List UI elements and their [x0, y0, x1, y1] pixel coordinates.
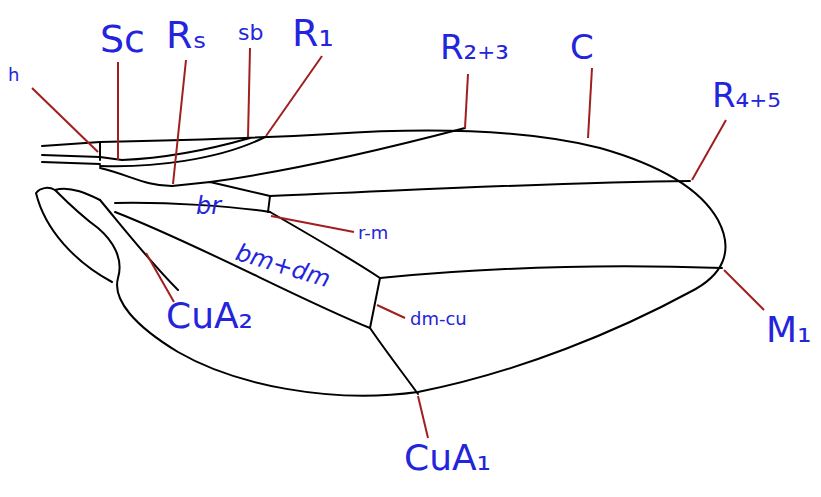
vein-label: C [570, 30, 594, 64]
vein-label: h [8, 66, 19, 84]
vein-label: CuA₁ [404, 440, 491, 476]
vein-label: br [196, 194, 221, 218]
vein-label: M₁ [766, 312, 812, 348]
vein-label: Sc [100, 20, 145, 58]
vein-label: r-m [358, 224, 388, 242]
vein-label: bm+dm [233, 240, 333, 291]
vein-label: sb [238, 22, 263, 44]
vein-label: CuA₂ [166, 298, 253, 334]
vein-label: R₁ [292, 14, 334, 52]
vein-label: Rₛ [166, 16, 207, 54]
vein-label: R₄₊₅ [712, 78, 781, 112]
vein-label: dm-cu [410, 310, 467, 328]
vein-label: R₂₊₃ [440, 30, 509, 64]
